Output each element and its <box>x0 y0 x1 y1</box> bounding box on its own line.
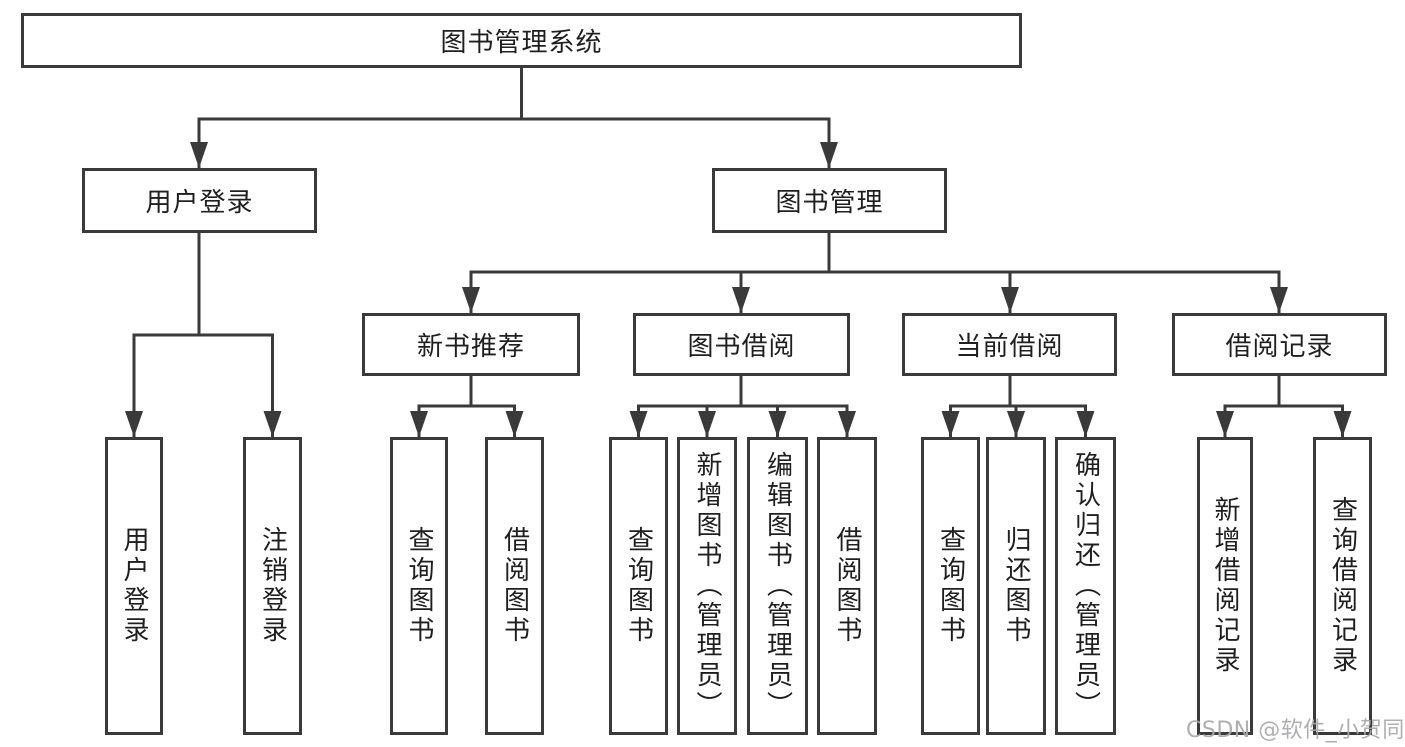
node-book-borrow-label: 图书借阅 <box>687 332 796 362</box>
node-borrow-records: 借阅记录 <box>1172 313 1387 376</box>
node-root: 图书管理系统 <box>21 13 1022 68</box>
connector-root-bar <box>197 66 831 121</box>
node-book-management-label: 图书管理 <box>775 188 884 218</box>
connector-borrow-bar <box>637 374 849 408</box>
leaf-recommend-query-books: 查询图书 <box>390 437 448 735</box>
connector-recommend-bar <box>417 374 516 408</box>
connector-arrows <box>125 118 1352 437</box>
connector-current-bar <box>949 374 1087 408</box>
node-book-borrow: 图书借阅 <box>633 313 850 376</box>
node-current-borrow: 当前借阅 <box>902 313 1117 376</box>
node-borrow-records-label: 借阅记录 <box>1225 332 1334 362</box>
leaf-borrow-add-books-admin: 新增图书（管理员） <box>677 437 737 735</box>
node-user-login: 用户登录 <box>82 168 317 233</box>
leaf-borrow-query-books: 查询图书 <box>609 437 668 735</box>
leaf-current-return-books: 归还图书 <box>986 437 1046 735</box>
node-root-label: 图书管理系统 <box>440 28 603 58</box>
node-current-borrow-label: 当前借阅 <box>955 332 1064 362</box>
node-new-book-recommend: 新书推荐 <box>362 313 580 376</box>
leaf-current-query-books: 查询图书 <box>921 437 980 735</box>
leaf-records-query-record: 查询借阅记录 <box>1313 437 1372 735</box>
leaf-records-add-record: 新增借阅记录 <box>1197 437 1253 735</box>
leaf-current-confirm-return-admin: 确认归还（管理员） <box>1055 437 1116 735</box>
leaf-user-login: 用户登录 <box>105 437 163 735</box>
leaf-recommend-borrow-books: 借阅图书 <box>485 437 544 735</box>
connector-userlogin-bar <box>132 231 274 337</box>
node-new-book-recommend-label: 新书推荐 <box>416 332 525 362</box>
node-book-management: 图书管理 <box>712 168 947 233</box>
leaf-logout: 注销登录 <box>243 437 302 735</box>
connector-records-bar <box>1223 374 1344 408</box>
node-user-login-label: 用户登录 <box>145 188 254 218</box>
connector-bookmgmt-bar <box>469 231 1281 274</box>
csdn-watermark: CSDN @软件_小贺同学 <box>1186 718 1405 743</box>
leaf-borrow-borrow-books: 借阅图书 <box>817 437 877 735</box>
leaf-borrow-edit-books-admin: 编辑图书（管理员） <box>747 437 808 735</box>
